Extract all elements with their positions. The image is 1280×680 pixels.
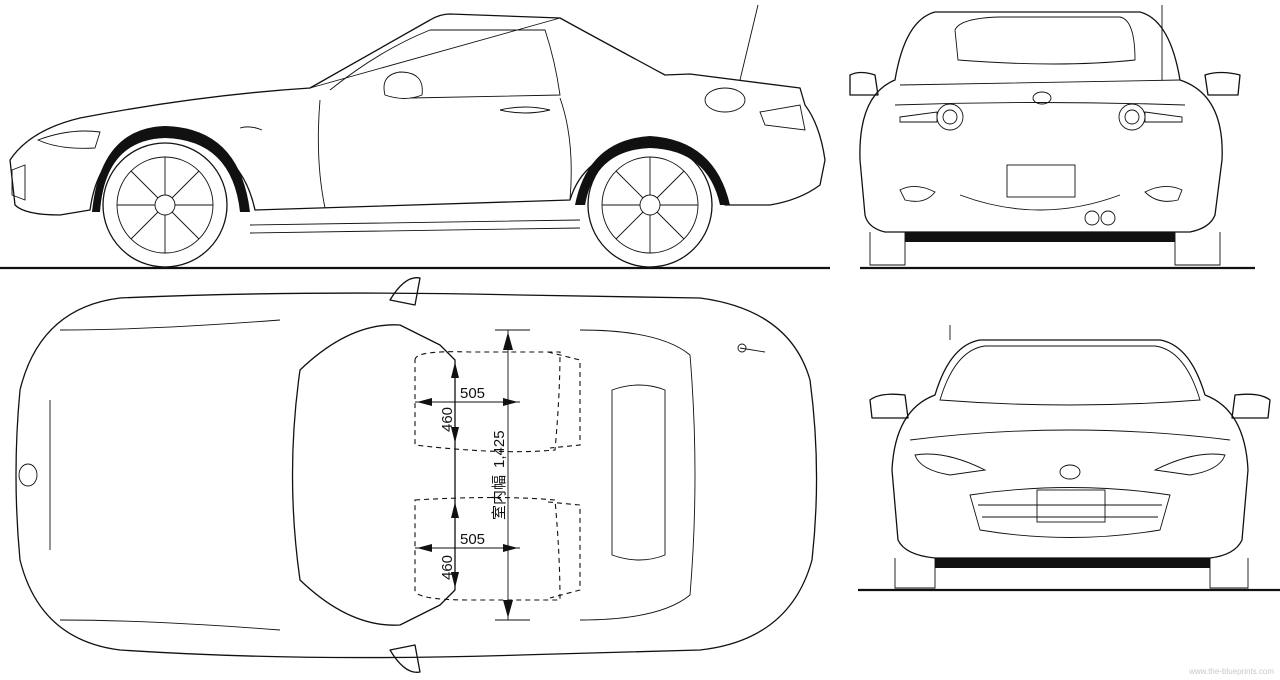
front-emblem	[1059, 464, 1081, 480]
top-mirrors	[389, 277, 421, 673]
side-view	[0, 4, 830, 270]
top-view: 505 505 460 460 室内幅 1,425	[15, 277, 818, 673]
top-body-outline	[15, 292, 818, 659]
taillights	[899, 111, 1183, 123]
watermark: www.the-blueprints.com	[1189, 667, 1274, 676]
front-wheel-arch	[92, 126, 250, 212]
rear-window-top	[611, 384, 666, 561]
front-mirrors	[869, 393, 1271, 419]
interior-width-value: 1,425	[491, 430, 508, 468]
rear-seat-width-label: 505	[460, 531, 485, 548]
headlight	[36, 130, 101, 149]
front-emblem	[18, 463, 38, 487]
front-seat-width-label: 505	[460, 385, 485, 402]
door-outline	[317, 97, 572, 209]
grille	[969, 487, 1171, 538]
fuel-cap	[704, 87, 746, 113]
rear-emblem	[1032, 91, 1052, 105]
door-handle	[499, 106, 551, 114]
side-mirror	[383, 71, 423, 99]
taillight	[759, 104, 806, 131]
side-body-outline	[9, 13, 826, 216]
side-window	[329, 29, 561, 99]
dimension-lines	[415, 329, 530, 621]
rear-license-plate	[1006, 164, 1076, 198]
rear-mirrors	[849, 71, 1241, 96]
front-view	[858, 325, 1280, 592]
rear-wheel	[587, 142, 713, 268]
rear-window	[954, 16, 1136, 65]
front-seat-depth-label: 460	[439, 407, 456, 432]
seats-outline	[414, 351, 581, 601]
headlights	[914, 453, 1226, 476]
rear-body-outline	[859, 11, 1223, 233]
front-license-plate	[1036, 489, 1106, 523]
rear-seat-depth-label: 460	[439, 555, 456, 580]
windshield-front	[939, 345, 1201, 406]
windshield	[291, 324, 456, 626]
rear-view	[849, 5, 1255, 270]
rear-wheel-arch	[575, 136, 730, 205]
front-body-outline	[891, 339, 1249, 559]
interior-width-label: 室内幅	[491, 475, 508, 520]
antenna	[739, 4, 759, 81]
front-wheel	[102, 142, 228, 268]
